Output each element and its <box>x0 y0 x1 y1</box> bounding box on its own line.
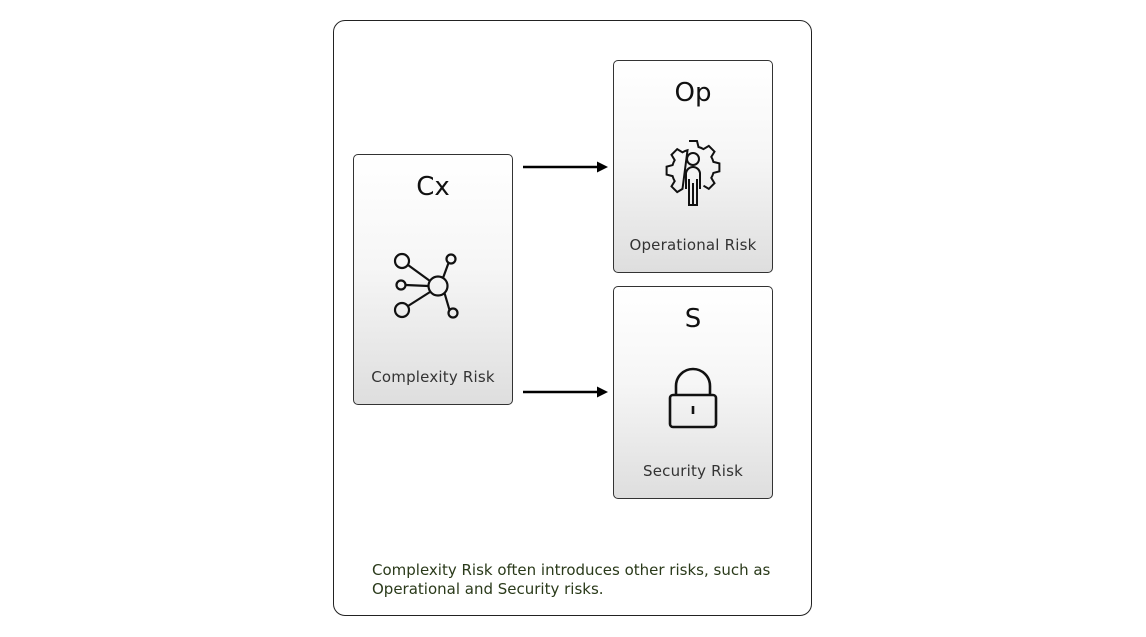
complexity-risk-abbr: Cx <box>416 172 450 202</box>
operational-risk-abbr: Op <box>674 78 712 108</box>
diagram-caption: Complexity Risk often introduces other r… <box>372 561 771 598</box>
network-hub-icon <box>393 252 459 319</box>
security-risk-abbr: S <box>684 304 702 334</box>
complexity-risk-label: Complexity Risk <box>371 368 495 386</box>
operational-risk-card: Op Operational Risk <box>613 60 773 273</box>
arrow-to-operational <box>523 161 608 173</box>
gear-person-icon <box>665 140 721 206</box>
padlock-icon <box>668 367 718 429</box>
arrow-to-security <box>523 386 608 398</box>
security-risk-card: S Security Risk <box>613 286 773 499</box>
security-risk-label: Security Risk <box>642 462 744 480</box>
complexity-risk-card: Cx Complexity Risk <box>353 154 513 405</box>
operational-risk-label: Operational Risk <box>629 236 757 254</box>
